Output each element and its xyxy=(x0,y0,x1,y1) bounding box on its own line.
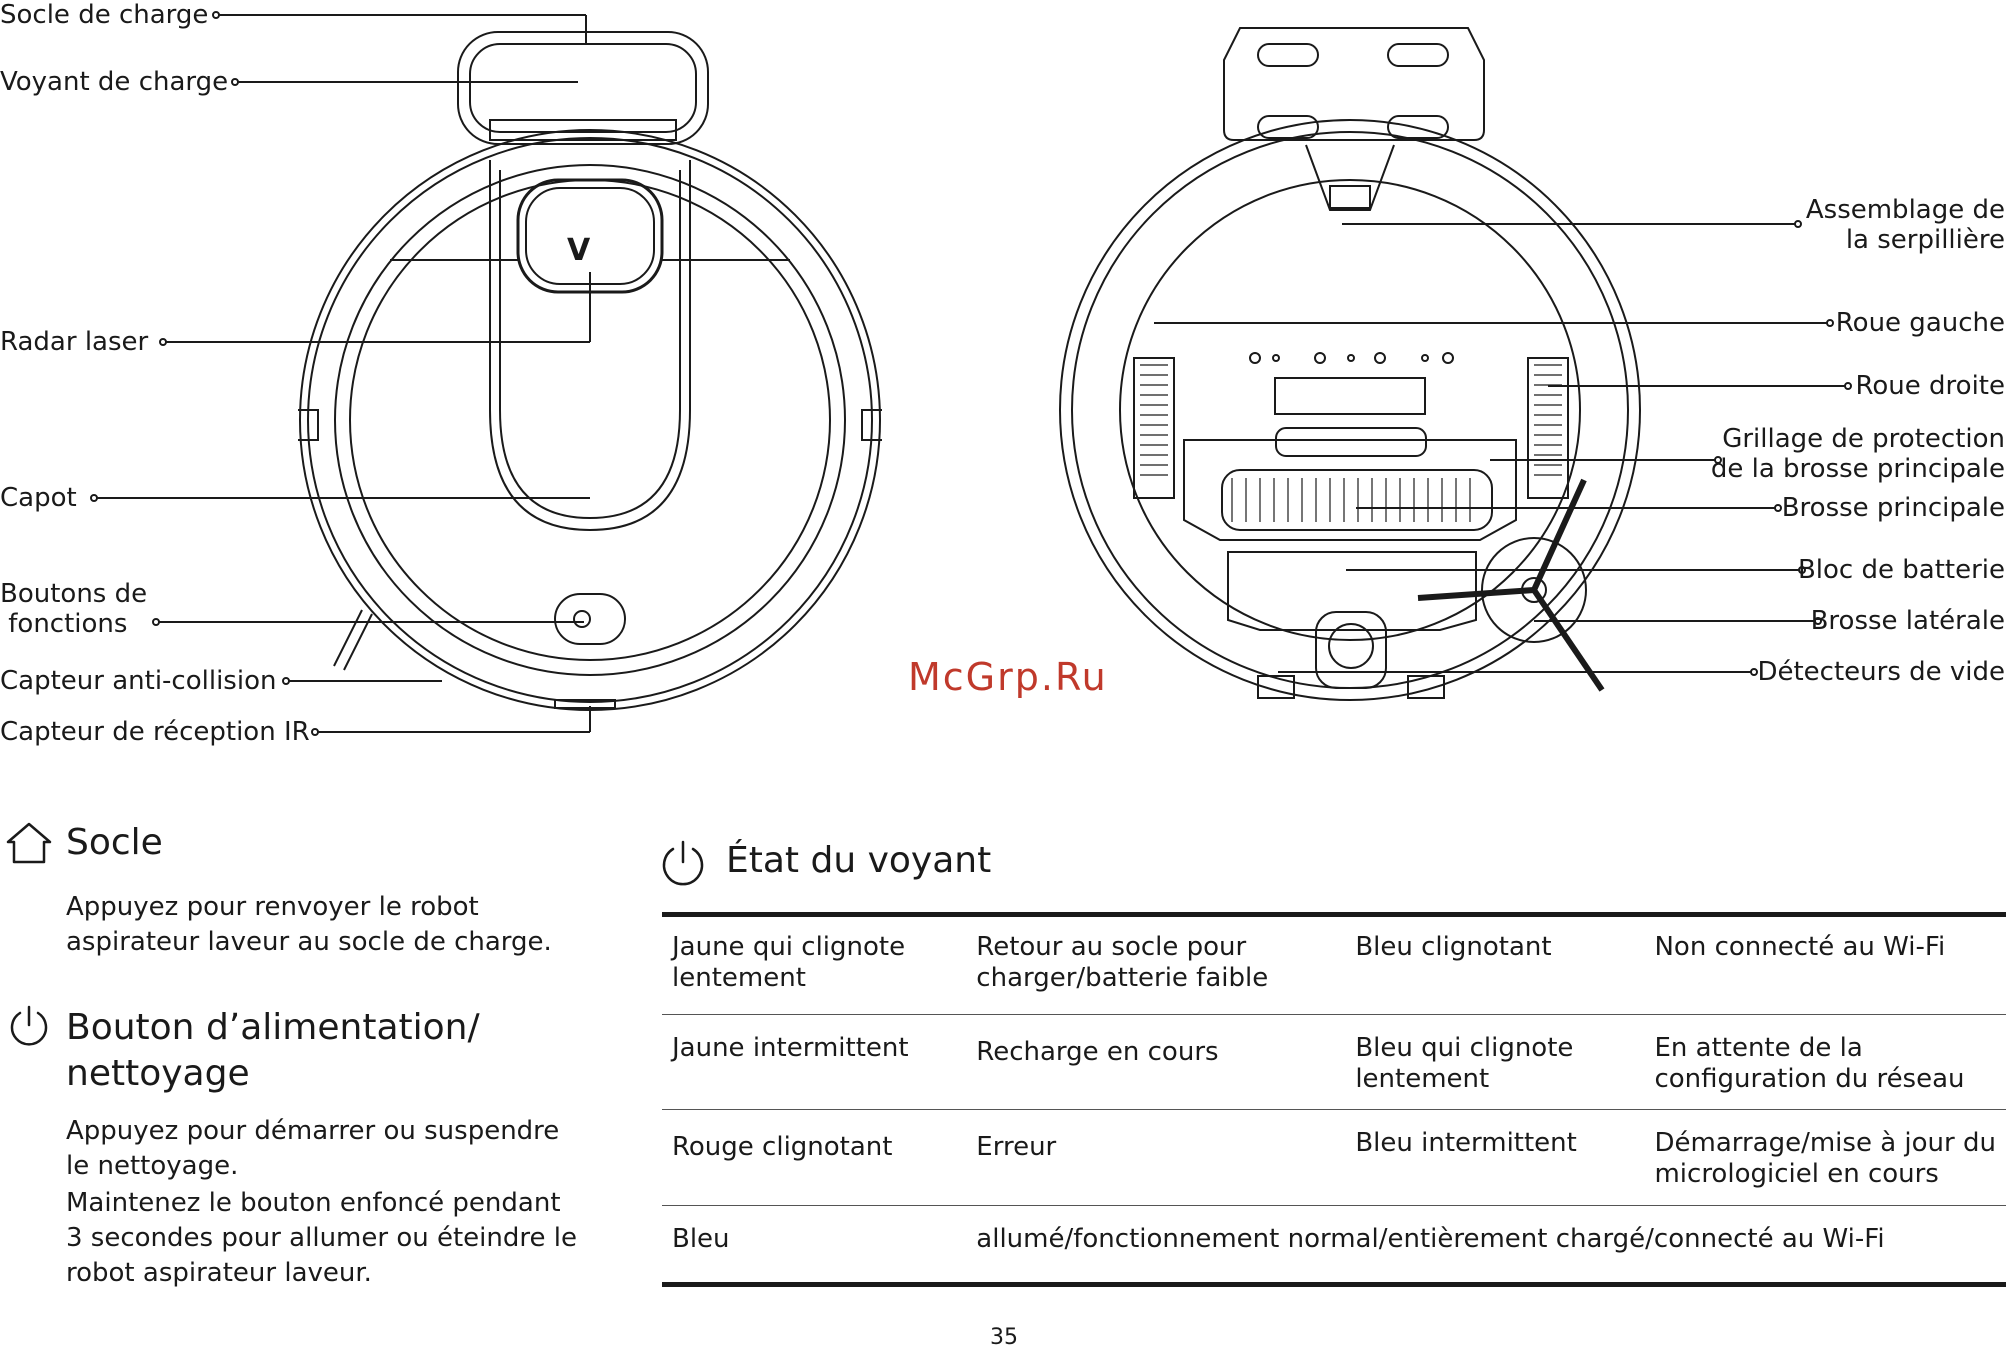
table-row: Rouge clignotant Erreur Bleu intermitten… xyxy=(662,1109,2006,1206)
home-icon xyxy=(6,822,52,864)
power-title: Bouton d’alimentation/ nettoyage xyxy=(66,1007,480,1094)
label-capteur-de-reception-ir: Capteur de réception IR xyxy=(0,717,310,747)
label-socle-de-charge: Socle de charge xyxy=(0,0,209,30)
socle-description: Appuyez pour renvoyer le robot aspirateu… xyxy=(66,892,552,957)
table-cell: Jaune intermittent xyxy=(662,1014,967,1110)
label-capteur-anti-collision: Capteur anti-collision xyxy=(0,666,277,696)
table-row: Jaune qui clignote lentement Retour au s… xyxy=(662,914,2006,1015)
table-cell: Non connecté au Wi-Fi xyxy=(1644,914,2006,1015)
power-icon xyxy=(662,840,704,886)
label-brosse-laterale: Brosse latérale xyxy=(1810,606,2005,636)
robot-top-view xyxy=(90,11,882,736)
label-radar-laser: Radar laser xyxy=(0,327,149,357)
robot-bottom-view xyxy=(1059,27,1852,701)
etat-title: État du voyant xyxy=(726,840,992,881)
table-cell: allumé/fonctionnement normal/entièrement… xyxy=(976,1223,1885,1254)
label-capot: Capot xyxy=(0,483,77,513)
table-cell: Rouge clignotant xyxy=(662,1109,967,1206)
table-cell: Erreur xyxy=(966,1109,1346,1206)
table-cell: Bleu qui clignote lentement xyxy=(1345,1014,1645,1110)
table-row: Bleu allumé/fonctionnement normal/entièr… xyxy=(662,1205,2006,1275)
label-roue-droite: Roue droite xyxy=(1855,371,2006,401)
label-voyant-de-charge: Voyant de charge xyxy=(0,67,229,97)
brand-logo: V xyxy=(567,233,591,268)
watermark: McGrp.Ru xyxy=(908,655,1108,699)
power-description-1: Appuyez pour démarrer ou suspendre le ne… xyxy=(66,1116,560,1181)
table-cell: Bleu clignotant xyxy=(1345,914,1645,1015)
table-cell: Bleu intermittent xyxy=(1345,1109,1645,1206)
label-roue-gauche: Roue gauche xyxy=(1835,308,2005,338)
label-bloc-de-batterie: Bloc de batterie xyxy=(1797,555,2005,585)
label-boutons-de-fonctions: Boutons de fonctions xyxy=(0,579,148,639)
table-cell: Démarrage/mise à jour du micrologiciel e… xyxy=(1644,1109,2006,1206)
table-cell: Jaune qui clignote lentement xyxy=(662,914,967,1015)
label-brosse-principale: Brosse principale xyxy=(1781,493,2005,523)
table-cell: Bleu xyxy=(672,1223,730,1254)
table-row: Jaune intermittent Recharge en cours Ble… xyxy=(662,1014,2006,1110)
label-detecteurs-de-vide: Détecteurs de vide xyxy=(1757,657,2005,687)
voyant-table: Jaune qui clignote lentement Retour au s… xyxy=(662,914,2006,1275)
socle-title: Socle xyxy=(66,822,163,863)
table-cell: Retour au socle pour charger/batterie fa… xyxy=(966,914,1346,1015)
power-description-2: Maintenez le bouton enfoncé pendant 3 se… xyxy=(66,1188,577,1288)
table-cell: Recharge en cours xyxy=(966,1014,1346,1110)
table-bottom-rule xyxy=(662,1282,2006,1287)
table-cell: En attente de la configuration du réseau xyxy=(1644,1014,2006,1110)
label-grillage-protection: Grillage de protection de la brosse prin… xyxy=(1710,424,2005,484)
page-number: 35 xyxy=(990,1325,1018,1350)
power-icon xyxy=(10,1005,48,1046)
label-assemblage-serpilliere: Assemblage de la serpillière xyxy=(1805,195,2005,255)
robot-diagram: V xyxy=(90,11,1852,736)
